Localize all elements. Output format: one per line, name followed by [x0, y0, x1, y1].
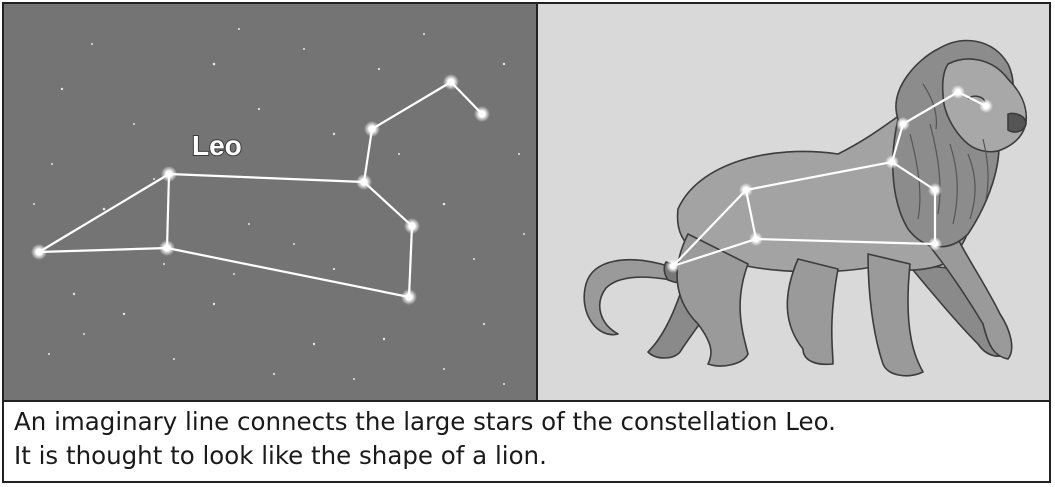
star-1 — [31, 244, 47, 260]
lion-star-4 — [885, 155, 899, 169]
caption-divider — [4, 400, 1049, 402]
star-6 — [443, 74, 459, 90]
constellation-diagram: Leo — [4, 4, 536, 400]
star-9 — [401, 289, 417, 305]
lion-illustration-panel — [538, 4, 1049, 400]
star-4 — [356, 174, 372, 190]
lion-star-3 — [749, 232, 763, 246]
caption-line-1: An imaginary line connects the large sta… — [14, 405, 1044, 439]
night-sky-panel: Leo — [4, 4, 536, 400]
lion-star-7 — [979, 99, 993, 113]
lion-star-6 — [951, 85, 965, 99]
figure-caption: An imaginary line connects the large sta… — [14, 405, 1044, 473]
star-2 — [161, 166, 177, 182]
caption-line-2: It is thought to look like the shape of … — [14, 439, 1044, 473]
lion-star-5 — [896, 117, 910, 131]
lion-star-1 — [666, 259, 680, 273]
star-3 — [159, 240, 175, 256]
constellation-stars — [31, 74, 490, 305]
star-8 — [404, 218, 420, 234]
star-5 — [364, 121, 380, 137]
star-7 — [474, 106, 490, 122]
lion-star-9 — [928, 237, 942, 251]
lion-star-2 — [739, 183, 753, 197]
constellation-lines — [39, 82, 482, 297]
lion-star-8 — [928, 183, 942, 197]
lion-illustration — [538, 4, 1049, 400]
constellation-name-label: Leo — [192, 130, 242, 161]
